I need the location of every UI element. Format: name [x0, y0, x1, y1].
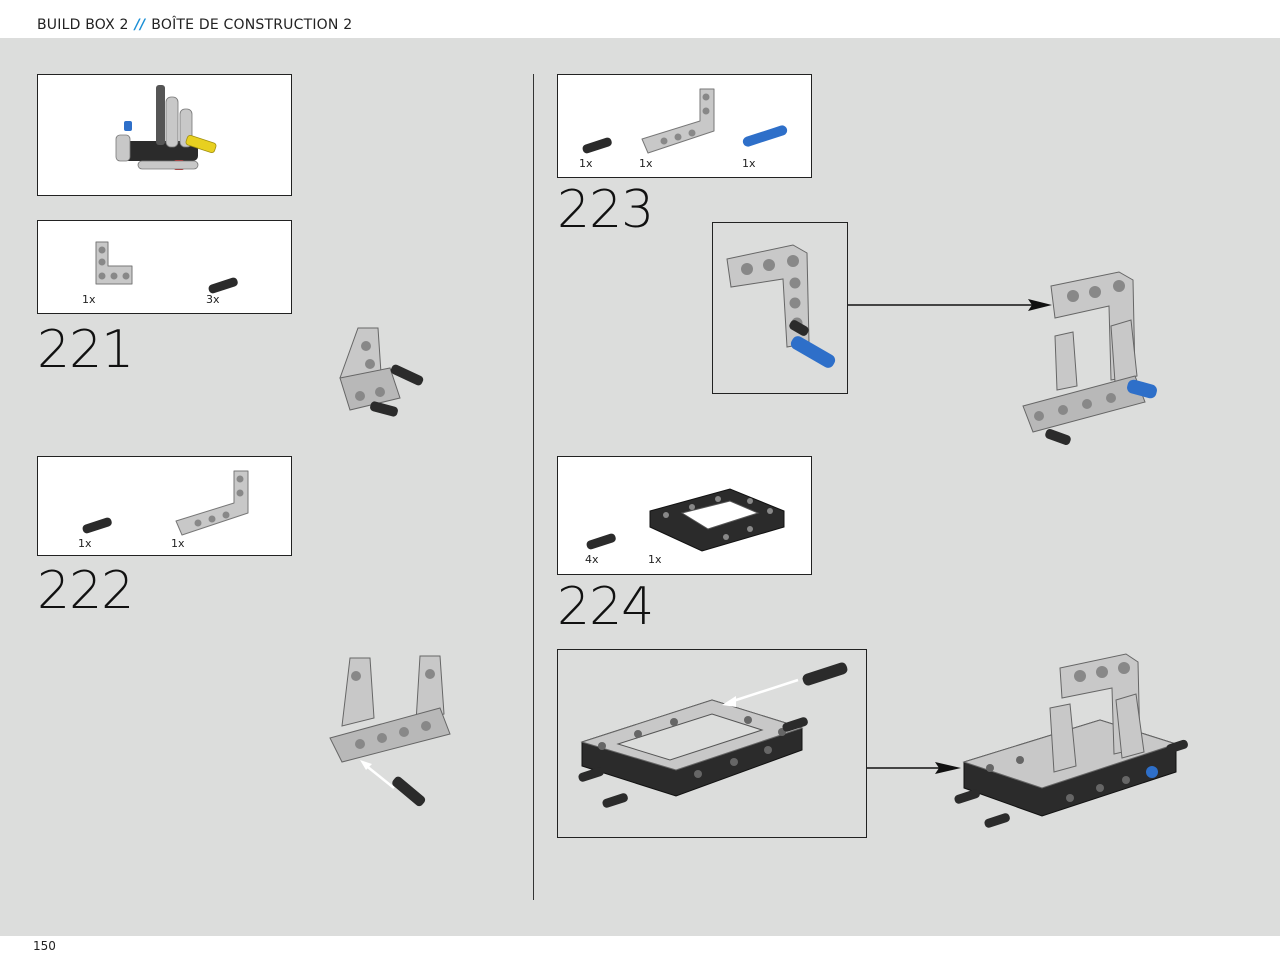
- step-224-qty-1: 4x: [585, 553, 599, 566]
- black-frame-part-icon: [649, 488, 785, 552]
- step-222-assembly-illustration: [329, 655, 451, 807]
- step-223-number: 223: [557, 180, 654, 240]
- header-title: BUILD BOX 2 // BOÎTE DE CONSTRUCTION 2: [37, 17, 352, 33]
- step-223-callout-box: [712, 222, 848, 394]
- step-222-qty-1: 1x: [78, 537, 92, 550]
- step-224-assembly-illustration: [954, 653, 1188, 828]
- previous-assembly-box: [37, 74, 292, 196]
- step-221-qty-2: 3x: [206, 293, 220, 306]
- step-222-number: 222: [37, 561, 134, 621]
- black-pin-part-icon: [582, 137, 612, 154]
- step-223-qty-1: 1x: [579, 157, 593, 170]
- step-223-parts-box: 1x 1x 1x: [557, 74, 812, 178]
- page-number: 150: [33, 939, 56, 953]
- black-pin-part-icon: [82, 517, 112, 534]
- step-224-number: 224: [557, 577, 654, 637]
- step-221-qty-1: 1x: [82, 293, 96, 306]
- step-222-parts-box: 1x 1x: [37, 456, 292, 556]
- step-224-callout-box: [557, 649, 867, 838]
- step-223-qty-3: 1x: [742, 157, 756, 170]
- header-title-en: BUILD BOX 2: [37, 17, 129, 33]
- angled-beam-part-icon: [641, 88, 715, 154]
- angled-beam-part-icon: [175, 470, 249, 536]
- step-221-number: 221: [37, 320, 134, 380]
- header-title-fr: BOÎTE DE CONSTRUCTION 2: [151, 17, 353, 33]
- step-223-assembly-illustration: [1022, 271, 1157, 446]
- black-pin-part-icon: [208, 277, 238, 294]
- step-224-arrow: [867, 762, 961, 774]
- previous-assembly-illustration: [115, 85, 217, 170]
- step-223-arrow: [848, 299, 1052, 311]
- step-221-parts-box: 1x 3x: [37, 220, 292, 314]
- page-header: BUILD BOX 2 // BOÎTE DE CONSTRUCTION 2: [0, 0, 1280, 38]
- step-224-qty-2: 1x: [648, 553, 662, 566]
- step-224-parts-box: 4x 1x: [557, 456, 812, 575]
- page-footer: 150: [0, 936, 1280, 974]
- header-separator: //: [134, 17, 146, 33]
- black-pin-part-icon: [586, 533, 616, 550]
- callout-beam-with-blue-pin: [726, 244, 836, 368]
- instruction-page: 1x 3x 221 1x 1x 222: [0, 38, 1280, 936]
- step-221-assembly-illustration: [339, 327, 424, 417]
- column-divider: [533, 74, 534, 900]
- l-beam-part-icon: [95, 241, 133, 285]
- step-223-qty-2: 1x: [639, 157, 653, 170]
- callout-frame-with-pins: [578, 662, 848, 808]
- blue-pin-part-icon: [742, 125, 788, 147]
- step-222-qty-2: 1x: [171, 537, 185, 550]
